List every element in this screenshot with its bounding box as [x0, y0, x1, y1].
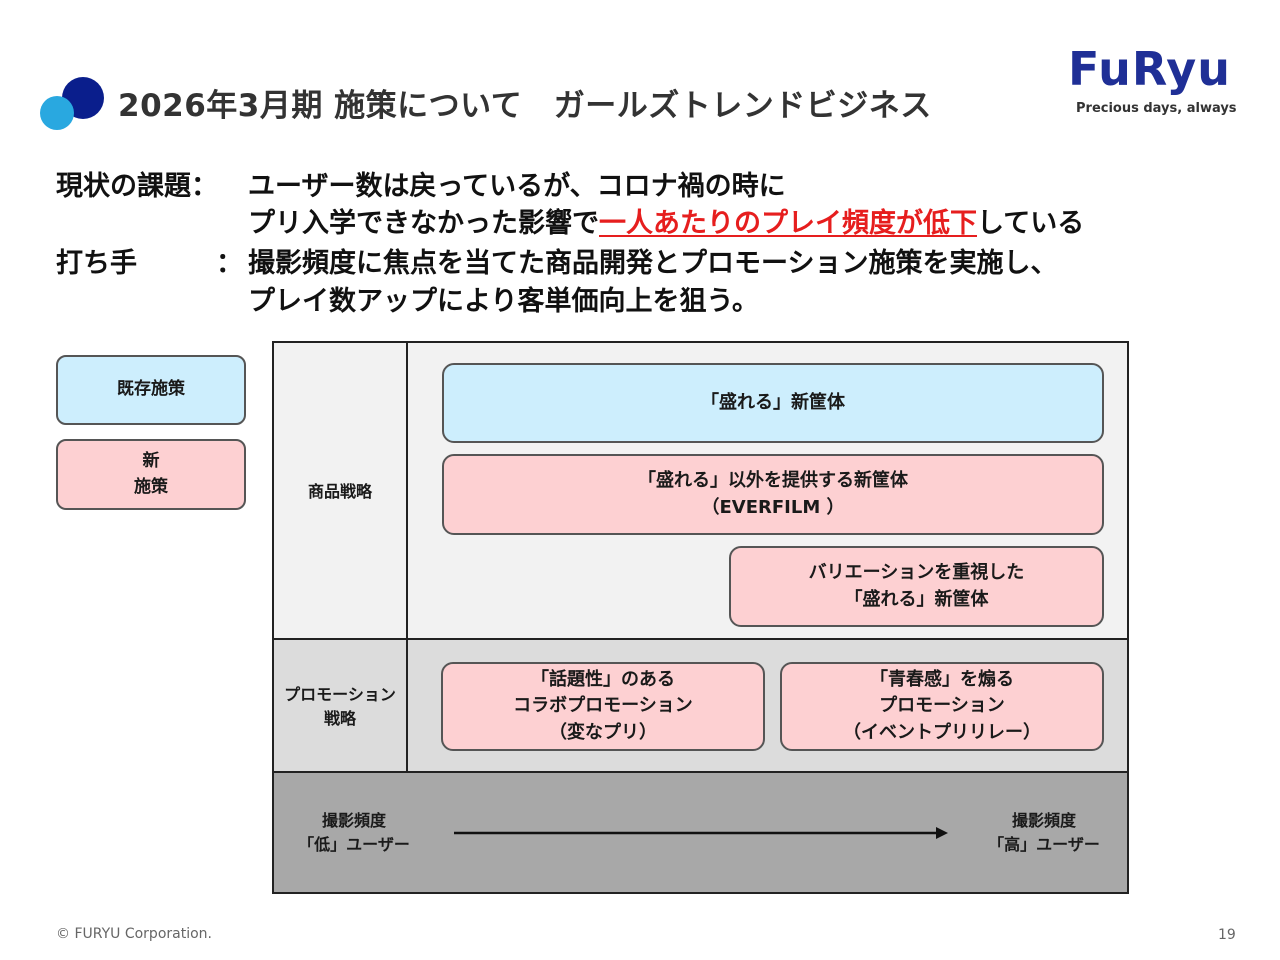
label-divider [406, 343, 408, 773]
axis-low-label: 撮影頻度 「低」ユーザー [274, 773, 434, 892]
page-number: 19 [1218, 927, 1236, 943]
issue-label: 現状の課題： [56, 171, 218, 202]
strategy-matrix: 商品戦略 プロモーション 戦略 「盛れる」新筐体 「盛れる」以外を提供する新筐体… [272, 341, 1129, 894]
logo-tagline: Precious days, always [1076, 101, 1237, 116]
product-box-variation-line2: 「盛れる」新筐体 [844, 588, 989, 610]
product-box-moreru-text: 「盛れる」新筐体 [701, 391, 845, 413]
axis-low-line1: 撮影頻度 [321, 810, 386, 830]
decor-circle-light [40, 96, 74, 130]
action-colon: ： [216, 248, 243, 279]
product-box-variation: バリエーションを重視した 「盛れる」新筐体 [729, 546, 1104, 627]
action-label: 打ち手 [56, 248, 137, 279]
product-box-everfilm-line2: （EVERFILM ） [701, 496, 845, 518]
axis-high-label: 撮影頻度 「高」ユーザー [964, 773, 1124, 892]
axis-high-line2: 「高」ユーザー [988, 834, 1100, 854]
promo-box-seishun-line1: 「青春感」を煽る [870, 669, 1014, 691]
issue-line-2-pre: プリ入学できなかった影響で [248, 208, 599, 239]
row-label-promotion: プロモーション 戦略 [274, 640, 406, 773]
action-line-1: 撮影頻度に焦点を当てた商品開発とプロモーション施策を実施し、 [248, 248, 1058, 279]
legend-new-line1: 新 [142, 451, 160, 471]
furyu-logo: FuRyu [1068, 42, 1231, 96]
product-box-variation-line1: バリエーションを重視した [808, 562, 1025, 584]
issue-highlight: 一人あたりのプレイ頻度が低下 [599, 208, 977, 239]
promo-box-seishun: 「青春感」を煽る プロモーション （イベントプリリレー） [780, 662, 1104, 751]
page-title: 2026年3月期 施策について ガールズトレンドビジネス [118, 88, 932, 124]
copyright: © FURYU Corporation. [56, 926, 212, 942]
legend-new: 新 施策 [56, 439, 246, 510]
product-box-moreru: 「盛れる」新筐体 [442, 363, 1104, 443]
row-label-promotion-line2: 戦略 [323, 708, 356, 728]
promo-box-collab-line2: コラボプロモーション [513, 695, 693, 717]
issue-line-2-post: している [977, 208, 1085, 239]
legend-existing: 既存施策 [56, 355, 246, 425]
promo-box-collab-line3: （変なプリ） [549, 721, 657, 743]
promo-box-seishun-line2: プロモーション [879, 695, 1005, 717]
product-box-everfilm-line1: 「盛れる」以外を提供する新筐体 [638, 470, 908, 492]
promo-box-collab-line1: 「話題性」のある [531, 669, 675, 691]
row-label-promotion-line1: プロモーション [284, 684, 396, 704]
issue-line-1: ユーザー数は戻っているが、コロナ禍の時に [248, 171, 786, 202]
axis-high-line1: 撮影頻度 [1011, 810, 1076, 830]
axis-low-line2: 「低」ユーザー [298, 834, 410, 854]
arrow-right-icon [454, 827, 948, 839]
issue-line-2: プリ入学できなかった影響で一人あたりのプレイ頻度が低下している [248, 201, 1084, 240]
action-line-2: プレイ数アップにより客単価向上を狙う。 [248, 286, 759, 317]
row-label-product: 商品戦略 [307, 481, 372, 501]
legend-new-line2: 施策 [134, 476, 168, 497]
promo-box-collab: 「話題性」のある コラボプロモーション （変なプリ） [441, 662, 765, 751]
product-box-everfilm: 「盛れる」以外を提供する新筐体 （EVERFILM ） [442, 454, 1104, 535]
promo-box-seishun-line3: （イベントプリリレー） [843, 721, 1041, 743]
